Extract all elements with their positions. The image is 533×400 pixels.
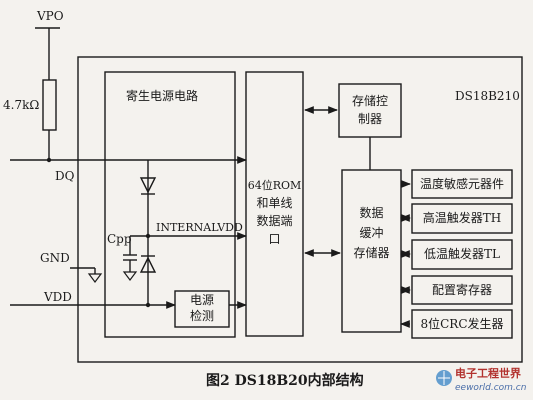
power-detect-label-1: 电源 [189,293,214,307]
memory-controller-block [338,83,402,138]
diode-upper [139,177,157,194]
internal-vdd-label: INTERNALVDD [156,221,243,234]
memory-controller-label-1: 存储控 [351,94,388,108]
memory-controller-label-2: 制器 [357,112,382,126]
crc-generator-label: 8位CRC发生器 [420,317,504,331]
high-trigger-block [411,203,513,234]
high-trigger-label: 高温触发器TH [422,211,502,225]
vdd-label: VDD [44,290,72,304]
dq-junction-dot [46,157,52,163]
figure-caption: 图2 DS18B20内部结构 [206,373,364,389]
low-trigger-label: 低温触发器TL [424,247,500,261]
low-trigger-block [411,239,513,270]
temp-sensor-label: 温度敏感元器件 [419,177,504,191]
watermark-globe-lines [438,371,450,385]
gnd-label: GND [40,251,70,265]
crc-generator-block [411,309,513,339]
chip-name-label: DS18B210 [455,89,520,103]
rom-port-block [245,71,304,337]
scratchpad-label-2: 缓冲 [359,226,384,240]
rom-port-label-1: 64位ROM [247,179,302,192]
chip-boundary [77,56,523,363]
vdd-junction-dot [145,302,151,308]
gnd-icon [87,273,103,283]
resistor-label: 4.7kΩ [3,98,40,112]
temp-sensor-block [411,169,513,199]
cpp-ground-icon [122,271,138,281]
rom-port-label-4: 口 [268,232,281,246]
config-register-label: 配置寄存器 [431,283,492,297]
dq-label: DQ [55,169,75,183]
vpo-label: VPO [37,9,64,23]
parasitic-power-label: 寄生电源电路 [126,89,199,103]
watermark-url: eeworld.com.cn [455,383,527,393]
pullup-resistor [42,79,57,131]
rom-port-label-3: 数据端 [256,214,293,228]
watermark-title: 电子工程世界 [455,367,521,380]
config-register-block [411,275,513,305]
diode-lower [139,256,157,273]
cpp-label: Cpp [107,232,132,246]
power-detect-label-2: 检测 [189,309,214,323]
scratchpad-label-3: 存储器 [353,246,390,260]
scratchpad-label-1: 数据 [359,206,384,220]
rom-port-label-2: 和单线 [256,196,293,210]
power-detect-block [174,290,230,328]
parasitic-power-block [104,71,236,338]
